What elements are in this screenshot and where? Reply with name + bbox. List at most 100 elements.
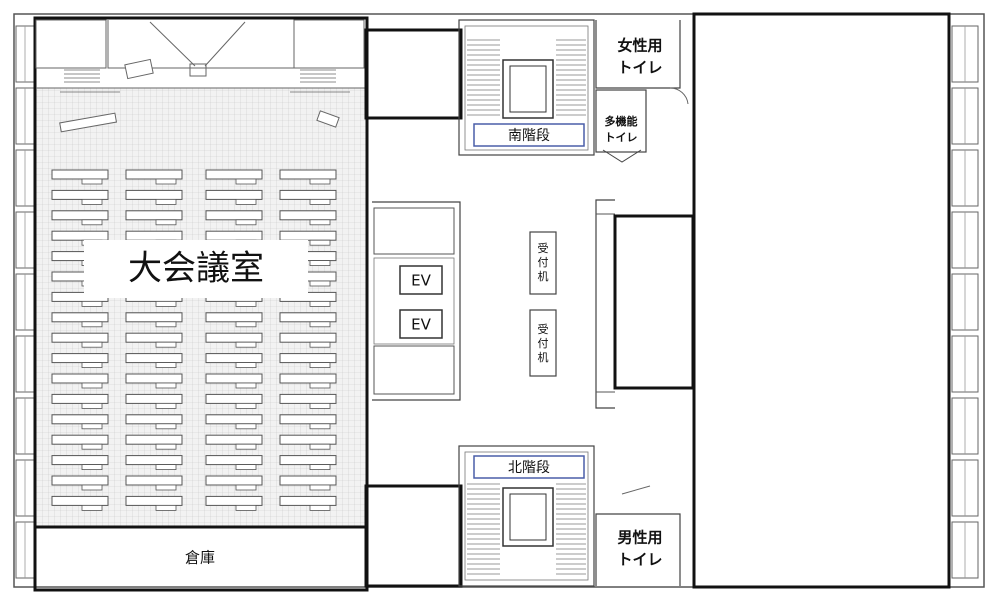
main-hall-label-box: 大会議室 [84, 240, 308, 298]
men-restroom-label-1: 男性用 [617, 529, 662, 547]
seat-desk [51, 332, 109, 348]
seat-desk [279, 475, 337, 491]
window-segment [951, 397, 979, 455]
north-stairs: 北階段 [458, 445, 595, 587]
window-segment [15, 397, 35, 455]
window-segment [15, 521, 35, 579]
seat-desk [51, 495, 109, 511]
window-segment [15, 273, 35, 331]
seat-desk [125, 169, 183, 185]
seat-desk [125, 353, 183, 369]
seat-desk [279, 210, 337, 226]
women-restroom-label-1: 女性用 [617, 37, 662, 55]
men-restroom: 男性用 トイレ [595, 485, 681, 586]
window-segment [951, 149, 979, 207]
multi-restroom-label-1: 多機能 [605, 114, 638, 128]
window-segment [951, 273, 979, 331]
seat-desk [205, 393, 263, 409]
elevator-1-label: EV [411, 272, 431, 290]
seat-desk [51, 312, 109, 328]
storage-room: 倉庫 [185, 549, 215, 567]
main-hall-room [33, 16, 369, 592]
seat-desk [205, 353, 263, 369]
seat-desk [279, 393, 337, 409]
room-upper-small [364, 28, 463, 120]
room-lower-small [364, 484, 463, 588]
seat-desk [125, 393, 183, 409]
seat-desk [125, 312, 183, 328]
south-stairs: 南階段 [458, 19, 595, 156]
seat-desk [125, 373, 183, 389]
seat-desk [51, 475, 109, 491]
window-segment [15, 211, 35, 269]
seat-desk [279, 495, 337, 511]
window-segment [15, 87, 35, 145]
seat-desk [205, 455, 263, 471]
women-restroom: 女性用 トイレ [595, 20, 689, 105]
seat-desk [51, 414, 109, 430]
seat-desk [279, 312, 337, 328]
window-segment [15, 25, 35, 83]
seat-desk [205, 373, 263, 389]
reception-1-char-1: 受 [538, 242, 549, 255]
seat-desk [205, 414, 263, 430]
seat-desk [279, 169, 337, 185]
multi-restroom-label-2: トイレ [605, 131, 638, 144]
seat-desk [279, 414, 337, 430]
window-segment [951, 459, 979, 517]
seat-desk [205, 169, 263, 185]
reception-2-char-2: 付 [538, 337, 549, 350]
main-hall-label: 大会議室 [128, 249, 264, 289]
seat-desk [51, 210, 109, 226]
seat-desk [125, 414, 183, 430]
seat-desk [279, 434, 337, 450]
reception-2-char-3: 机 [538, 350, 549, 364]
west-window-strip [15, 25, 35, 579]
elevator-2-label: EV [411, 316, 431, 334]
seat-desk [279, 373, 337, 389]
seat-desk [125, 210, 183, 226]
seat-desk [125, 434, 183, 450]
seat-desk [205, 312, 263, 328]
seat-desk [51, 455, 109, 471]
window-segment [951, 521, 979, 579]
south-stairs-label: 南階段 [508, 128, 550, 144]
building-outline [13, 13, 985, 588]
women-restroom-label-2: トイレ [617, 59, 662, 77]
seat-desk [205, 434, 263, 450]
seat-desk [51, 434, 109, 450]
seat-desk [205, 210, 263, 226]
north-stairs-label: 北階段 [508, 460, 550, 476]
seat-desk [279, 353, 337, 369]
storage-label: 倉庫 [185, 549, 215, 567]
seat-desk [205, 189, 263, 205]
window-segment [15, 335, 35, 393]
seat-desk [125, 495, 183, 511]
seat-desk [125, 332, 183, 348]
seat-desk [125, 455, 183, 471]
seat-desk [205, 332, 263, 348]
seat-desk [279, 332, 337, 348]
seat-desk [125, 475, 183, 491]
reception-1-char-2: 付 [538, 256, 549, 269]
seat-desk [51, 373, 109, 389]
seating-desks [51, 169, 337, 511]
window-segment [951, 25, 979, 83]
seat-desk [51, 189, 109, 205]
seat-desk [125, 189, 183, 205]
window-segment [951, 211, 979, 269]
seat-desk [51, 353, 109, 369]
seat-desk [205, 495, 263, 511]
window-segment [951, 87, 979, 145]
men-restroom-label-2: トイレ [617, 551, 662, 569]
window-segment [15, 459, 35, 517]
east-core-walls [595, 199, 695, 409]
seat-desk [51, 169, 109, 185]
reception-desk-2: 受 付 机 [529, 309, 557, 377]
window-segment [951, 335, 979, 393]
seat-desk [51, 393, 109, 409]
seat-desk [205, 475, 263, 491]
reception-2-char-1: 受 [538, 323, 549, 336]
reception-1-char-3: 机 [538, 269, 549, 283]
